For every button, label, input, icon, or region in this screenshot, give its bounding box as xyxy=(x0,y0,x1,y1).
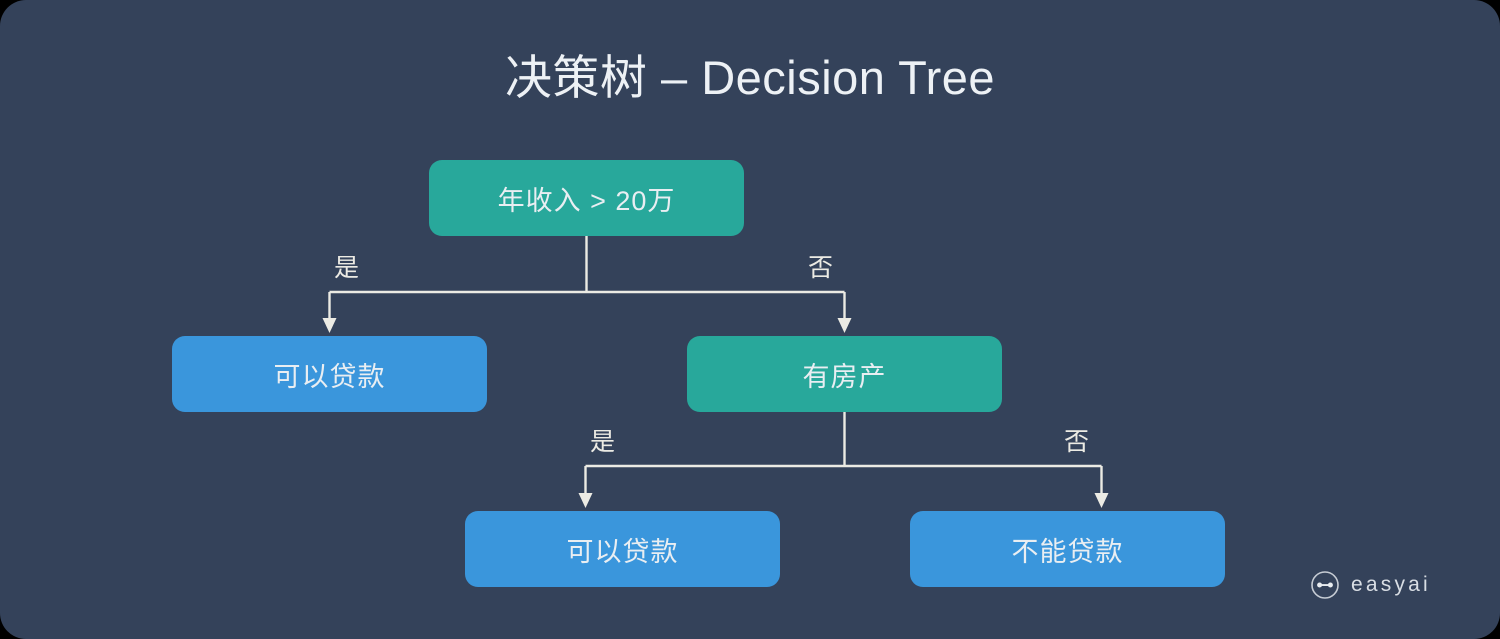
arrowhead-l2-no xyxy=(1094,493,1109,508)
node-level3-deny-loan[interactable]: 不能贷款 xyxy=(910,511,1225,587)
node-level2-has-property[interactable]: 有房产 xyxy=(687,336,1002,412)
arrowhead-l2-yes xyxy=(578,493,593,508)
node-level2-approve-loan[interactable]: 可以贷款 xyxy=(172,336,487,412)
edge-label-level2-yes: 是 xyxy=(590,428,616,456)
edge-label-root-yes: 是 xyxy=(334,254,360,282)
edge-label-root-no: 否 xyxy=(808,254,834,282)
arrowhead-root-no xyxy=(837,318,852,333)
easyai-circle-link-icon xyxy=(1311,571,1339,599)
node-root-annual-income[interactable]: 年收入 > 20万 xyxy=(429,160,744,236)
edge-label-level2-no: 否 xyxy=(1064,428,1090,456)
page-title: 决策树 – Decision Tree xyxy=(504,51,996,104)
brand-logo: easyai xyxy=(1310,570,1431,600)
arrowhead-root-yes xyxy=(322,318,337,333)
brand-logo-text: easyai xyxy=(1351,573,1431,596)
node-level3-approve-loan[interactable]: 可以贷款 xyxy=(465,511,780,587)
